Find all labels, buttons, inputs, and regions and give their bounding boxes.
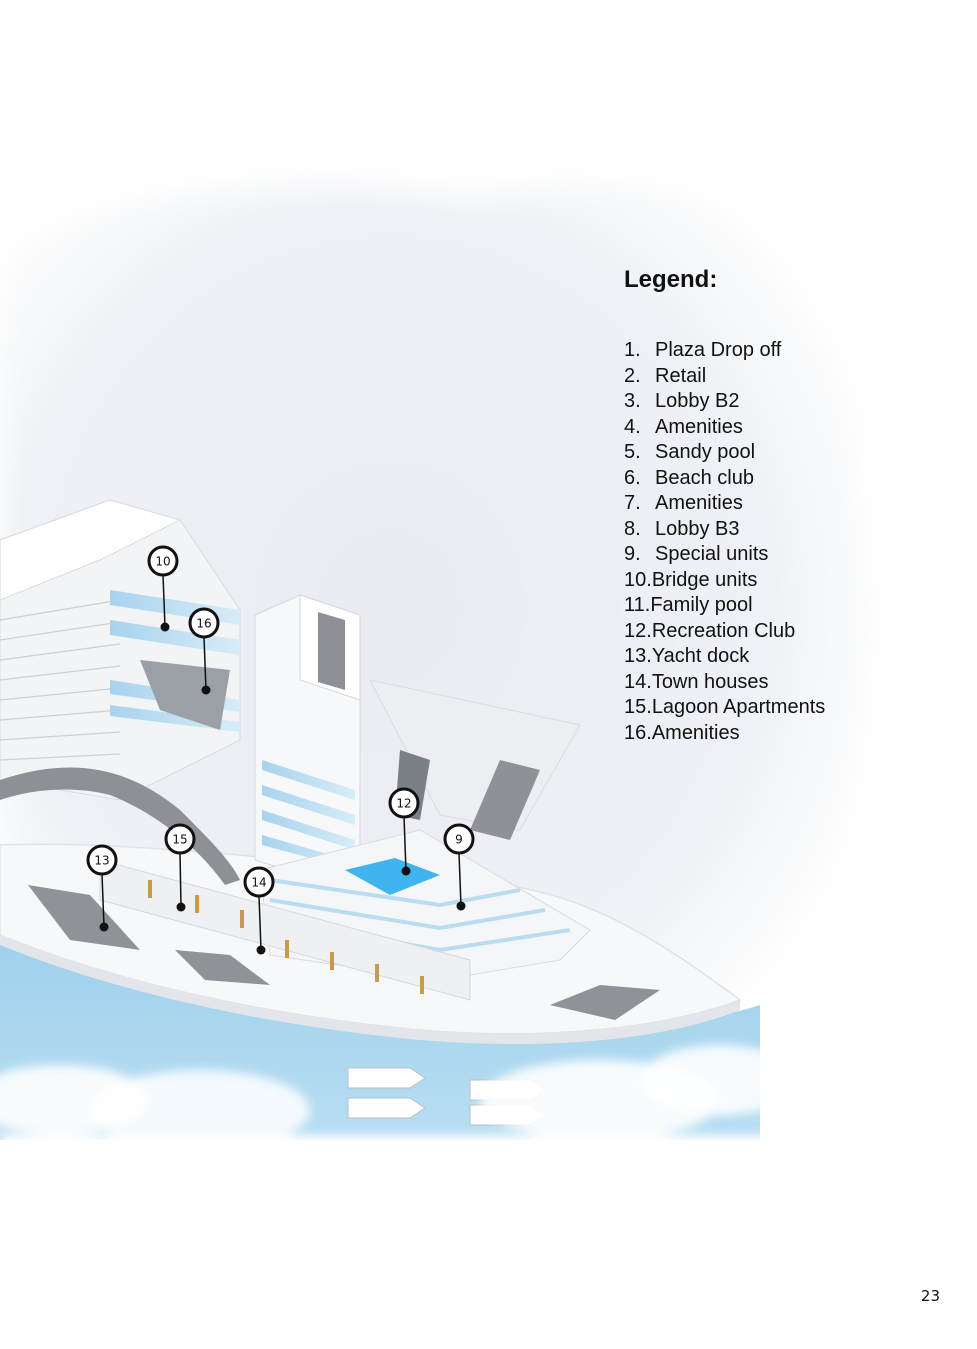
legend-item-label: Sandy pool [655, 441, 756, 463]
legend-item-number: 3. [624, 390, 641, 412]
callout-dot [201, 685, 211, 695]
legend-item-label: Beach club [655, 466, 754, 489]
callout-dot [99, 922, 109, 932]
legend-item-label: Yacht dock [651, 645, 750, 667]
callout-marker: 16 [188, 607, 220, 695]
legend-item-number: 11. [624, 594, 651, 616]
callout-dot [256, 945, 266, 955]
callout-number: 15 [172, 833, 187, 847]
legend-item: 12.Recreation Club [624, 619, 864, 645]
legend-list: 1. Plaza Drop off 2. Retail 3. Lobby B2 4. Amen… [624, 338, 864, 746]
legend-item-number: 15. [624, 696, 652, 718]
legend-item: 16.Amenities [624, 721, 864, 747]
callout-circle [86, 844, 118, 876]
legend-item: 7. Amenities [624, 491, 864, 517]
callout-marker: 12 [388, 787, 420, 876]
legend-item: 5. Sandy pool [624, 440, 864, 466]
legend-item: 13.Yacht dock [624, 644, 864, 670]
legend-item-number: 9. [624, 543, 641, 565]
legend-item-label: Lagoon Apartments [651, 696, 826, 718]
page-number: 23 [920, 1287, 940, 1305]
legend-title: Legend: [624, 266, 718, 293]
left-tower [0, 499, 241, 885]
legend-item-label: Family pool [650, 594, 753, 616]
legend-item-label: Amenities [655, 492, 743, 514]
callout-marker: 14 [243, 866, 275, 955]
callout-leader-line [179, 852, 182, 908]
legend-item-number: 16. [624, 721, 652, 744]
callout-leader-line [458, 852, 462, 907]
legend: Legend: 1. Plaza Drop off 2. Retail 3. Lobby … [624, 266, 864, 746]
legend-item: 8. Lobby B3 [624, 517, 864, 543]
legend-item-number: 4. [624, 415, 641, 438]
legend-item-label: Lobby B3 [655, 517, 740, 540]
legend-item: 3. Lobby B2 [624, 389, 864, 415]
legend-item: 4. Amenities [624, 415, 864, 441]
legend-item-number: 8. [624, 517, 641, 540]
callout-number: 13 [94, 854, 109, 868]
legend-item: 10.Bridge units [624, 568, 864, 594]
legend-item-number: 6. [624, 466, 641, 489]
callout-circle [443, 823, 475, 855]
legend-item: 1. Plaza Drop off [624, 338, 864, 364]
central-tower [254, 594, 361, 881]
legend-item-number: 10. [624, 568, 652, 591]
callout-marker: 10 [147, 545, 179, 632]
callout-circle [188, 607, 220, 639]
legend-item-label: Plaza Drop off [655, 339, 782, 361]
callout-number: 9 [455, 833, 463, 847]
town-houses [99, 859, 471, 1001]
callout-circle [388, 787, 420, 819]
legend-item-number: 5. [624, 441, 641, 463]
callout-circle [164, 823, 196, 855]
legend-item: 9. Special units [624, 542, 864, 568]
callout-number: 14 [251, 876, 266, 890]
callout-dot [160, 622, 170, 632]
legend-item-label: Amenities [651, 721, 740, 744]
callout-circle [243, 866, 275, 898]
legend-item-label: Retail [655, 364, 707, 387]
legend-item-number: 14. [624, 670, 652, 693]
legend-item-label: Special units [655, 543, 769, 565]
legend-item: 14.Town houses [624, 670, 864, 696]
callout-dot [456, 901, 466, 911]
callout-marker: 13 [86, 844, 118, 932]
legend-item-number: 13. [624, 645, 652, 667]
callout-marker: 9 [443, 823, 475, 911]
callout-leader-line [203, 636, 207, 691]
callout-circle [147, 545, 179, 577]
legend-item: 2. Retail [624, 364, 864, 390]
callout-number: 16 [196, 617, 211, 631]
callout-leader-line [101, 873, 105, 928]
foreground-clouds [0, 1045, 977, 1349]
legend-item-label: Amenities [655, 415, 743, 438]
callout-leader-line [403, 816, 407, 872]
legend-item-number: 12. [624, 619, 652, 642]
callout-leader-line [162, 574, 166, 628]
legend-item-label: Town houses [651, 670, 769, 693]
legend-item-number: 1. [624, 339, 641, 361]
callout-dot [401, 866, 411, 876]
callout-marker: 15 [164, 823, 196, 912]
legend-item-label: Bridge units [651, 568, 758, 591]
callout-number: 10 [155, 555, 170, 569]
callout-leader-line [258, 895, 262, 951]
legend-item: 6. Beach club [624, 466, 864, 492]
callout-dot [176, 902, 186, 912]
legend-item-number: 7. [624, 492, 641, 514]
legend-item-label: Lobby B2 [655, 390, 740, 412]
legend-item: 11.Family pool [624, 593, 864, 619]
legend-item-label: Recreation Club [651, 619, 796, 642]
legend-item-number: 2. [624, 364, 641, 387]
legend-item: 15.Lagoon Apartments [624, 695, 864, 721]
callout-number: 12 [396, 797, 411, 811]
marker-layer: 10 16 12 9 15 13 14 [86, 545, 475, 955]
